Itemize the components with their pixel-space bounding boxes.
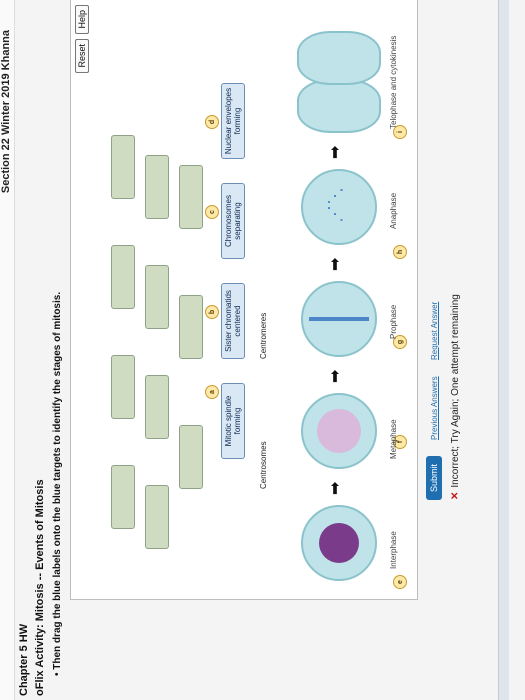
activity-title: oFlix Activity: Mitosis -- Events of Mit… [34, 479, 46, 696]
feedback-text: Incorrect; Try Again; One attempt remain… [450, 294, 461, 488]
label-chromosomes-separating[interactable]: Chromosomes separating [221, 183, 245, 259]
nucleus-icon [319, 523, 359, 563]
target-3[interactable] [111, 245, 135, 309]
horizontal-scrollbar[interactable] [498, 0, 509, 700]
letter-d: d [205, 115, 219, 129]
cell-interphase [301, 505, 377, 581]
previous-answers-link[interactable]: Previous Answers [430, 376, 439, 440]
stage-anaphase: Anaphase [389, 192, 398, 229]
arrow-right-icon: ➡ [327, 481, 344, 495]
letter-b: b [205, 305, 219, 319]
incorrect-icon: ✕ [450, 491, 461, 500]
target-7[interactable] [145, 265, 169, 329]
help-button[interactable]: Help [75, 5, 89, 34]
cell-telophase-left [297, 79, 381, 133]
target-6[interactable] [145, 375, 169, 439]
chromatin-icon [317, 409, 361, 453]
target-10[interactable] [179, 295, 203, 359]
stage-prophase: Prophase [389, 304, 398, 339]
cell-metaphase [301, 281, 377, 357]
label-sister-chromatids[interactable]: Sister chromatids centered [221, 283, 245, 359]
chapter-title: Chapter 5 HW [18, 623, 30, 696]
letter-c: c [205, 205, 219, 219]
target-8[interactable] [145, 155, 169, 219]
letter-a: a [205, 385, 219, 399]
stage-telophase: Telophase and cytokinesis [389, 35, 398, 129]
caption-centromeres: Centromeres [259, 312, 268, 359]
arrow-right-icon: ➡ [327, 257, 344, 271]
top-bar: Section 22 Winter 2019 Khanna [0, 0, 15, 700]
target-11[interactable] [179, 165, 203, 229]
letter-h: h [393, 245, 407, 259]
label-spindle[interactable]: Mitotic spindle forming [221, 383, 245, 459]
target-5[interactable] [145, 485, 169, 549]
arrow-right-icon: ➡ [327, 369, 344, 383]
target-2[interactable] [111, 355, 135, 419]
target-9[interactable] [179, 425, 203, 489]
cell-anaphase: ⋰⋱ [301, 169, 377, 245]
stage-metaphase: Metaphase [389, 419, 398, 459]
instruction: • Then drag the blue labels onto the blu… [52, 291, 63, 676]
feedback-message: ✕ Incorrect; Try Again; One attempt remai… [450, 294, 461, 500]
arrow-right-icon: ➡ [327, 145, 344, 159]
section-title: Section 22 Winter 2019 Khanna [0, 30, 12, 194]
target-4[interactable] [111, 135, 135, 199]
cell-telophase-right [297, 31, 381, 85]
submit-button[interactable]: Submit [426, 455, 442, 500]
letter-e: e [393, 575, 407, 589]
chromosomes-icon: ⋰⋱ [325, 187, 345, 223]
target-1[interactable] [111, 465, 135, 529]
cell-prophase [301, 393, 377, 469]
caption-centrosomes: Centrosomes [259, 441, 268, 489]
request-answer-link[interactable]: Request Answer [430, 301, 439, 360]
activity-panel: Reset Help Mitotic spindle forming Siste… [70, 0, 418, 600]
chromosome-plate-icon [309, 317, 369, 321]
label-nuclear-envelopes[interactable]: Nuclear envelopes forming [221, 83, 245, 159]
reset-button[interactable]: Reset [75, 39, 89, 73]
stage-interphase: Interphase [389, 531, 398, 569]
instruction-text: Then drag the blue labels onto the blue … [52, 291, 63, 670]
